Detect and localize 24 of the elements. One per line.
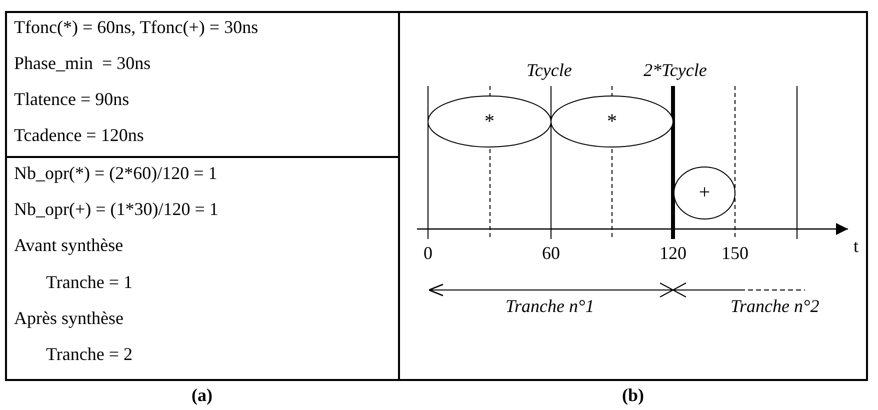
parameter-text: Tcadence = 120ns: [14, 125, 144, 145]
tick-label: 60: [542, 243, 560, 263]
time-label: 2*Tcycle: [644, 60, 707, 80]
formula-text: Nb_opr(*) = (2*60)/120 = 1: [14, 163, 218, 183]
formula-text: Nb_opr(+) = (1*30)/120 = 1: [14, 199, 218, 219]
tick-label: 120: [660, 243, 686, 263]
note-text: Avant synthèse: [14, 235, 124, 255]
parameter-text: Tfonc(*) = 60ns, Tfonc(+) = 30ns: [14, 17, 258, 37]
span-label: Tranche n°2: [730, 296, 820, 316]
time-label: Tcycle: [526, 60, 572, 80]
panel-caption: (a): [192, 385, 212, 405]
tick-label: 0: [424, 243, 432, 263]
axis-label: t: [854, 236, 859, 256]
span-label: Tranche n°1: [506, 296, 594, 316]
parameter-text: Phase_min = 30ns: [14, 53, 151, 73]
operation-symbol: *: [606, 110, 618, 133]
operation-symbol: +: [698, 182, 712, 204]
panel-caption: (b): [622, 385, 644, 405]
tick-label: 150: [722, 243, 748, 263]
result-text: Tranche = 1: [46, 272, 132, 292]
note-text: Après synthèse: [14, 308, 124, 328]
operation-symbol: *: [484, 110, 496, 133]
result-text: Tranche = 2: [46, 344, 132, 364]
parameter-text: Tlatence = 90ns: [14, 89, 130, 109]
